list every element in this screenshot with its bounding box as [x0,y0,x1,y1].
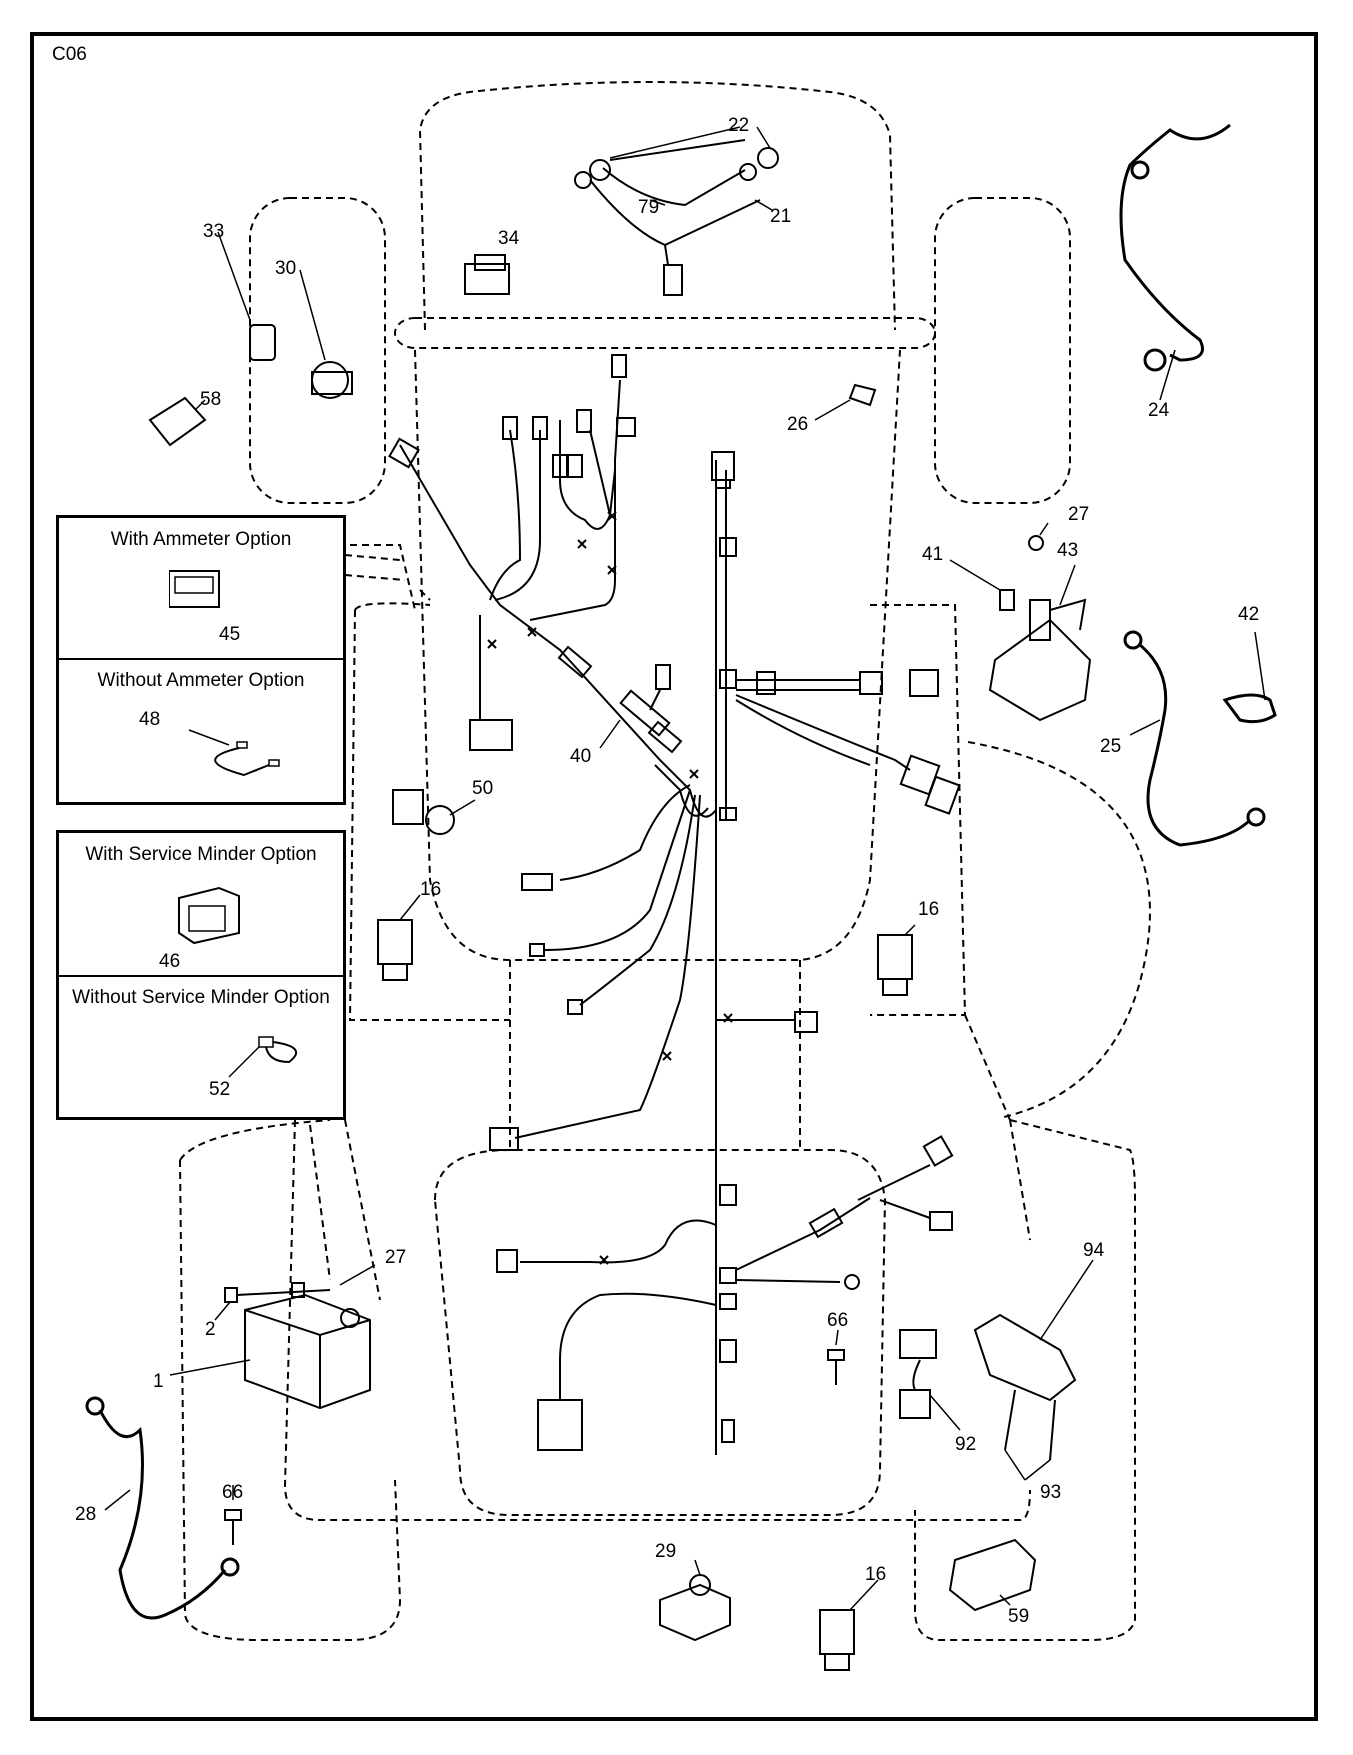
callout-labels: 22 79 21 34 33 30 58 24 26 27 41 43 42 2… [75,115,1259,1627]
callout-25: 25 [1100,736,1121,757]
drawing-frame [30,32,1318,1721]
page-code: C06 [52,44,87,65]
callout-2: 2 [205,1319,216,1340]
callout-16-right: 16 [918,899,939,920]
component-switch-34 [464,254,510,295]
with-service-minder-section: With Service Minder Option 46 [59,833,343,975]
without-ammeter-title: Without Ammeter Option [97,670,305,691]
callout-93: 93 [1040,1482,1061,1503]
part-number-48: 48 [139,709,160,730]
component-plunger-16 [377,919,913,1671]
callout-66-left: 66 [222,1482,243,1503]
cable-25 [1123,630,1277,847]
callout-27-battery: 27 [385,1247,406,1268]
component-lights [574,139,779,296]
component-battery [224,1282,371,1410]
service-minder-icon: 46 [159,886,240,972]
callout-16-left: 16 [420,879,441,900]
callout-94: 94 [1083,1240,1105,1261]
ammeter-divider [59,658,343,660]
part-number-46: 46 [159,951,180,972]
callout-33: 33 [203,221,224,242]
with-ammeter-title: With Ammeter Option [110,529,292,550]
component-module-59 [948,1538,1037,1612]
jumper-plug-icon: 52 [209,1036,298,1100]
part-number-45: 45 [219,624,240,645]
outline-dashed [179,81,1151,1641]
callout-59: 59 [1008,1606,1029,1627]
callout-66-right: 66 [827,1310,848,1331]
cable-28 [85,1396,240,1620]
without-ammeter-section: Without Ammeter Option 48 [59,660,343,805]
callout-43: 43 [1057,540,1078,561]
ammeter-option-box: With Ammeter Option 45 Without Ammeter O… [56,515,346,805]
cable-24 [1119,123,1231,372]
callout-92: 92 [955,1434,976,1455]
component-module-94 [899,1313,1077,1461]
callout-42: 42 [1238,604,1259,625]
callout-16-bottom: 16 [865,1564,886,1585]
callout-58: 58 [200,389,221,410]
callout-21: 21 [770,206,791,227]
component-switch-50 [392,789,455,835]
ammeter-icon: 45 [169,570,240,645]
callout-34: 34 [498,228,520,249]
callout-1: 1 [153,1371,164,1392]
with-service-minder-title: With Service Minder Option [85,844,317,865]
callout-28: 28 [75,1504,96,1525]
component-switch-29 [659,1574,731,1642]
main-harness [388,354,961,1455]
service-minder-divider [59,975,343,977]
callout-29: 29 [655,1541,676,1562]
without-service-minder-section: Without Service Minder Option 52 [59,977,343,1120]
splice-marks [487,511,733,1265]
callout-79: 79 [638,197,659,218]
without-service-minder-title: Without Service Minder Option [72,987,330,1008]
callout-30: 30 [275,258,296,279]
component-solenoid [848,383,1092,722]
jumper-wire-icon: 48 [139,709,280,777]
callout-24: 24 [1148,400,1170,421]
component-ignition [148,324,353,447]
callout-40: 40 [570,746,591,767]
with-ammeter-section: With Ammeter Option 45 [59,518,343,658]
part-number-52: 52 [209,1079,230,1100]
callout-27-top: 27 [1068,504,1089,525]
component-bolts-66 [224,1349,845,1545]
callout-22: 22 [728,115,749,136]
callout-50: 50 [472,778,493,799]
callout-41: 41 [922,544,943,565]
callout-26: 26 [787,414,808,435]
service-minder-option-box: With Service Minder Option 46 Without Se… [56,830,346,1120]
